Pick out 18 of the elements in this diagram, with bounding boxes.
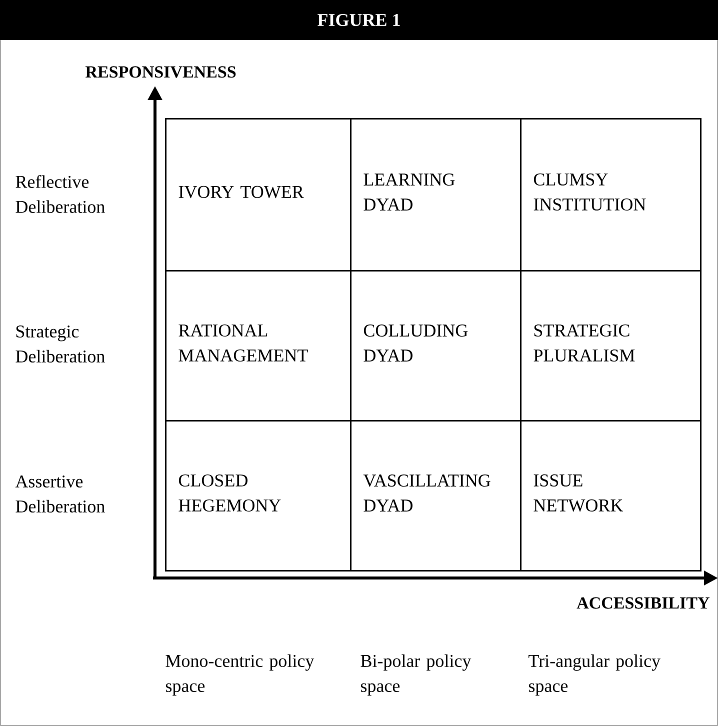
axis-title: RESPONSIVENESS (86, 66, 236, 78)
grid-cell: STRATEGIC PLURALISM (520, 270, 702, 422)
grid-cell: VASCILLATING DYAD (350, 420, 522, 572)
grid-cell: LEARNING DYAD (350, 118, 522, 272)
grid-cell: COLLUDING DYAD (350, 270, 522, 422)
column-label: Bi-polar policy space (360, 654, 472, 696)
column-label: Tri-angular policy space (528, 654, 660, 696)
grid-cell: ISSUE NETWORK (520, 420, 702, 572)
row-label: Assertive Deliberation (15, 475, 105, 513)
grid-cell: RATIONAL MANAGEMENT (165, 270, 352, 422)
row-label: Strategic Deliberation (16, 325, 105, 363)
row-label: Reflective Deliberation (16, 175, 105, 213)
axis-title: ACCESSIBILITY (576, 597, 710, 609)
grid-cell: CLUMSY INSTITUTION (520, 118, 702, 272)
column-label: Mono-centric policy space (166, 654, 314, 696)
title-bar: FIGURE 1 (0, 0, 718, 40)
grid-cell: CLOSED HEGEMONY (165, 420, 352, 572)
grid-cell: IVORY TOWER (165, 118, 352, 272)
